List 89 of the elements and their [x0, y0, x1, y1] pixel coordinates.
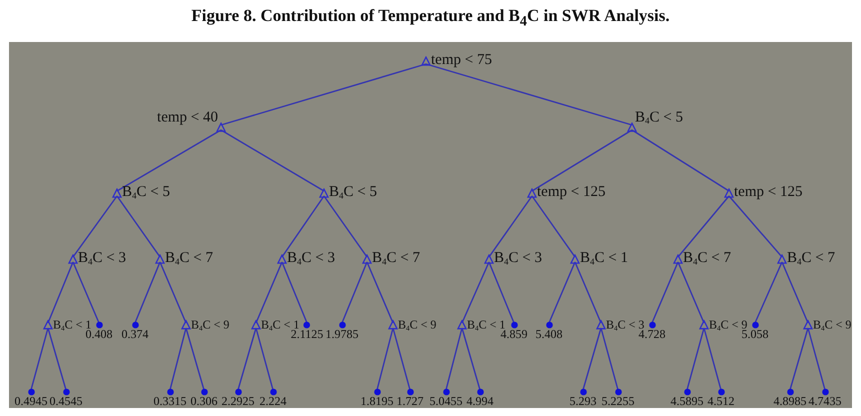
leaf-node: 5.0455 [430, 387, 462, 408]
tree-branch [341, 262, 368, 324]
tree-branch [237, 328, 257, 390]
tree-branch [159, 262, 187, 324]
tree-branch [548, 262, 576, 324]
tree-branch [600, 328, 619, 390]
split-node: B$_{4}$C < 1 [251, 318, 300, 332]
tree-branch [134, 262, 161, 324]
figure-title: Figure 8. Contribution of Temperature and B$_{4}$C in SWR Analysis. [190, 6, 671, 30]
tree-branch [30, 328, 49, 390]
split-node: B$_{4}$C < 3 [596, 318, 644, 332]
split-node: B$_{4}$C < 7 [155, 251, 213, 267]
split-node: temp < 125 [724, 185, 802, 201]
split-node: B$_{4}$C < 7 [362, 251, 420, 267]
tree-branch [366, 262, 394, 324]
split-node: B$_{4}$C < 5 [112, 185, 170, 201]
tree-branch [531, 196, 576, 258]
tree-branch [255, 262, 283, 324]
tree-branch [703, 328, 722, 390]
tree-branch [677, 262, 705, 324]
tree-branch [488, 196, 533, 258]
leaf-node: 0.3315 [154, 387, 186, 408]
split-node: B$_{4}$C < 7 [673, 251, 731, 267]
tree-branch [582, 328, 602, 390]
tree-branch [426, 63, 632, 126]
leaf-node: 4.5895 [670, 387, 704, 408]
leaf-node: 1.9785 [326, 320, 358, 341]
split-node: B$_{4}$C < 1 [43, 318, 92, 332]
tree-branch [754, 262, 783, 324]
leaf-node: 1.727 [396, 387, 424, 408]
tree-branch [632, 129, 730, 192]
leaf-node: 0.4545 [50, 387, 82, 408]
split-node: B$_{4}$C < 1 [570, 251, 628, 267]
tree-branch [255, 328, 274, 390]
split-node: B$_{4}$C < 1 [457, 318, 506, 332]
tree-branch [392, 328, 411, 390]
tree-branch [461, 262, 490, 324]
split-node: B$_{4}$C < 7 [777, 251, 835, 267]
leaf-node: 4.994 [466, 387, 494, 408]
tree-branch [116, 196, 161, 258]
tree-branch [220, 129, 324, 192]
tree-branch [376, 328, 394, 390]
tree-branch [488, 262, 515, 324]
leaf-node: 0.374 [122, 320, 148, 341]
tree-branch [789, 328, 809, 390]
tree-branch [728, 196, 783, 258]
leaf-node: 1.8195 [360, 387, 394, 408]
leaf-node: 2.2925 [222, 387, 254, 408]
leaf-node: 5.293 [570, 387, 596, 408]
split-node: B$_{4}$C < 9 [181, 318, 230, 332]
split-node: temp < 40 [157, 110, 226, 132]
split-node: temp < 75 [421, 53, 492, 69]
tree-branch [445, 328, 463, 390]
tree-branch [807, 328, 826, 390]
split-node: B$_{4}$C < 3 [484, 251, 542, 267]
tree-branch [281, 262, 308, 324]
leaf-node: 4.512 [708, 387, 734, 408]
tree-branch [461, 328, 481, 390]
tree-branch [281, 196, 325, 258]
split-node: B$_{4}$C < 3 [277, 251, 335, 267]
tree-branch [651, 262, 679, 324]
split-node: temp < 125 [527, 185, 606, 201]
tree-branch [116, 129, 222, 192]
tree-branch [47, 328, 67, 390]
leaf-node: 4.8985 [774, 387, 806, 408]
tree-branch [220, 63, 426, 126]
tree-branch [686, 328, 705, 390]
split-node: B$_{4}$C < 5 [319, 185, 377, 201]
tree-branch [169, 328, 187, 390]
tree-branch [323, 196, 368, 258]
leaf-node: 5.2255 [602, 387, 634, 408]
tree-branch [72, 196, 118, 258]
split-node: B$_{4}$C < 9 [699, 318, 748, 332]
tree-branch [677, 196, 730, 258]
leaf-node: 5.408 [536, 320, 562, 341]
tree-branch [185, 328, 205, 390]
leaf-node: 2.224 [260, 387, 286, 408]
tree-branch [781, 262, 809, 324]
leaf-node: 0.306 [190, 387, 218, 408]
tree-branch [72, 262, 100, 324]
split-node: B$_{4}$C < 5 [627, 110, 683, 132]
split-node: B$_{4}$C < 9 [388, 318, 436, 332]
tree-branch [574, 262, 602, 324]
leaf-node: 0.4945 [14, 387, 48, 408]
split-node: B$_{4}$C < 3 [68, 251, 126, 267]
leaf-node: 4.7435 [808, 387, 842, 408]
tree-branch [47, 262, 74, 324]
split-node: B$_{4}$C < 9 [803, 318, 852, 332]
tree-branch [532, 129, 632, 192]
